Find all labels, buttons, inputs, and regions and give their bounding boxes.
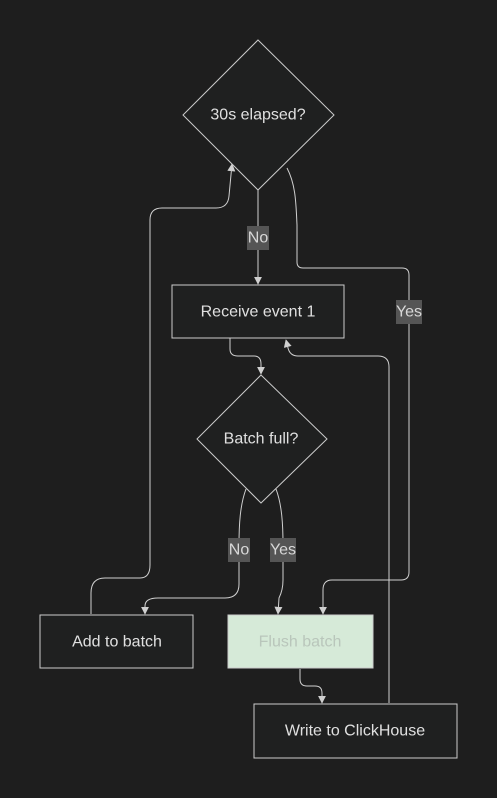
node-label: Write to ClickHouse [285, 723, 425, 740]
edge-label-text: No [248, 230, 269, 247]
edge-timer-yes [286, 167, 410, 615]
edge-label-full-no: No [228, 538, 250, 562]
edge-flush-to-write [299, 669, 326, 704]
edge-label-text: Yes [396, 304, 422, 321]
edge-label-text: No [229, 542, 250, 559]
node-label: Flush batch [259, 634, 342, 651]
edge-labels: No Yes No Yes [228, 226, 422, 562]
edge-write-loop [283, 339, 390, 703]
nodes: 30s elapsed? Receive event 1 Batch full?… [39, 39, 458, 759]
process-add-to-batch: Add to batch [39, 614, 194, 669]
node-label: 30s elapsed? [210, 107, 305, 124]
decision-timer-check: 30s elapsed? [182, 39, 335, 191]
decision-batch-full: Batch full? [196, 374, 328, 504]
edge-label-timer-no: No [247, 226, 269, 250]
edge-label-timer-yes: Yes [396, 300, 422, 324]
node-label: Receive event 1 [201, 304, 316, 321]
edges [90, 163, 410, 704]
edge-full-yes [274, 488, 284, 615]
edge-add-loop [90, 163, 236, 614]
process-flush-batch: Flush batch [227, 614, 374, 669]
node-label: Batch full? [224, 431, 299, 448]
edge-label-text: Yes [270, 542, 296, 559]
process-write-clickhouse: Write to ClickHouse [253, 703, 458, 759]
process-receive-event: Receive event 1 [171, 284, 345, 339]
node-label: Add to batch [72, 634, 162, 651]
edge-receive-to-check [229, 338, 265, 375]
edge-full-no [141, 488, 247, 615]
edge-label-full-yes: Yes [270, 538, 296, 562]
